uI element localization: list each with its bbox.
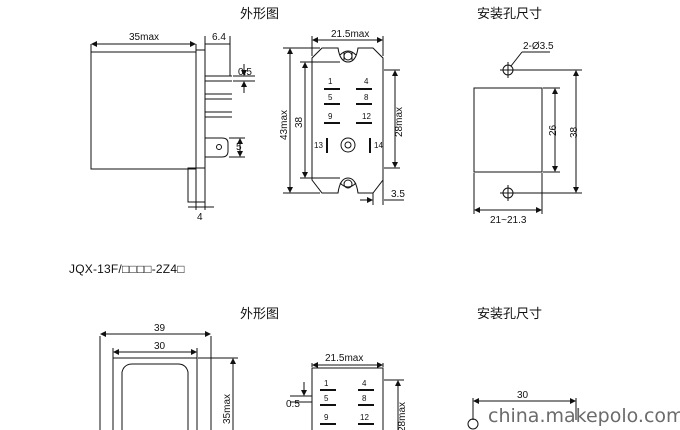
dim-mount-spacing: 21~21.3 [490,215,527,226]
dim-front-edge: 3.5 [391,189,405,200]
dim-front-outer: 43max [279,110,290,140]
pin-b-12: 12 [360,413,369,422]
dim-base-thickness: 4 [197,212,203,223]
pin-label-12: 12 [362,112,371,121]
dim-front-inner: 38 [294,116,305,128]
pin-label-14: 14 [374,141,383,150]
mount-title-top: 安装孔尺寸 [477,7,542,22]
dim-side-flange: 6.4 [212,32,226,43]
dim-front-socket: 28max [394,107,405,137]
dim-front-width: 21.5max [331,29,369,40]
front-view-top [283,36,404,205]
pin-label-13: 13 [314,141,323,150]
side-view-bottom [99,331,238,430]
dim-tab-height: 5 [236,142,242,153]
pin-b-4: 4 [362,379,367,388]
dim-b-mount-spacing: 30 [517,390,529,401]
pin-label-1: 1 [328,77,333,86]
pin-b-5: 5 [324,394,329,403]
dim-b-front-height: 28max [397,402,408,430]
outline-title-bottom: 外形图 [240,307,279,322]
dim-mount-holes: 2-Ø3.5 [523,41,554,52]
dim-side-width: 35max [129,32,159,43]
side-view-top [90,36,255,210]
dim-b-front-width: 21.5max [325,353,363,364]
dim-mount-inner: 26 [548,124,559,136]
pin-label-4: 4 [364,77,369,86]
mount-view-bottom [467,398,577,430]
pin-b-8: 8 [362,394,367,403]
dim-b-outer-width: 39 [154,323,166,334]
outline-title-top: 外形图 [240,7,279,22]
pin-label-5: 5 [328,93,333,102]
dim-b-gap: 0.5 [286,399,300,410]
dim-mount-outer: 38 [569,126,580,138]
dim-b-inner-width: 30 [154,341,166,352]
front-view-bottom [290,362,404,430]
mount-view-top [473,51,582,214]
pin-b-1: 1 [324,379,329,388]
watermark: china.makepolo.com [488,405,680,427]
dim-terminal-gap: 0.5 [238,67,252,78]
mount-title-bottom: 安装孔尺寸 [477,307,542,322]
pin-label-8: 8 [364,93,369,102]
dim-b-height: 35max [222,394,233,424]
pin-label-9: 9 [328,112,333,121]
pin-b-9: 9 [324,413,329,422]
model-label: JQX-13F/□□□□-2Z4□ [69,262,185,276]
